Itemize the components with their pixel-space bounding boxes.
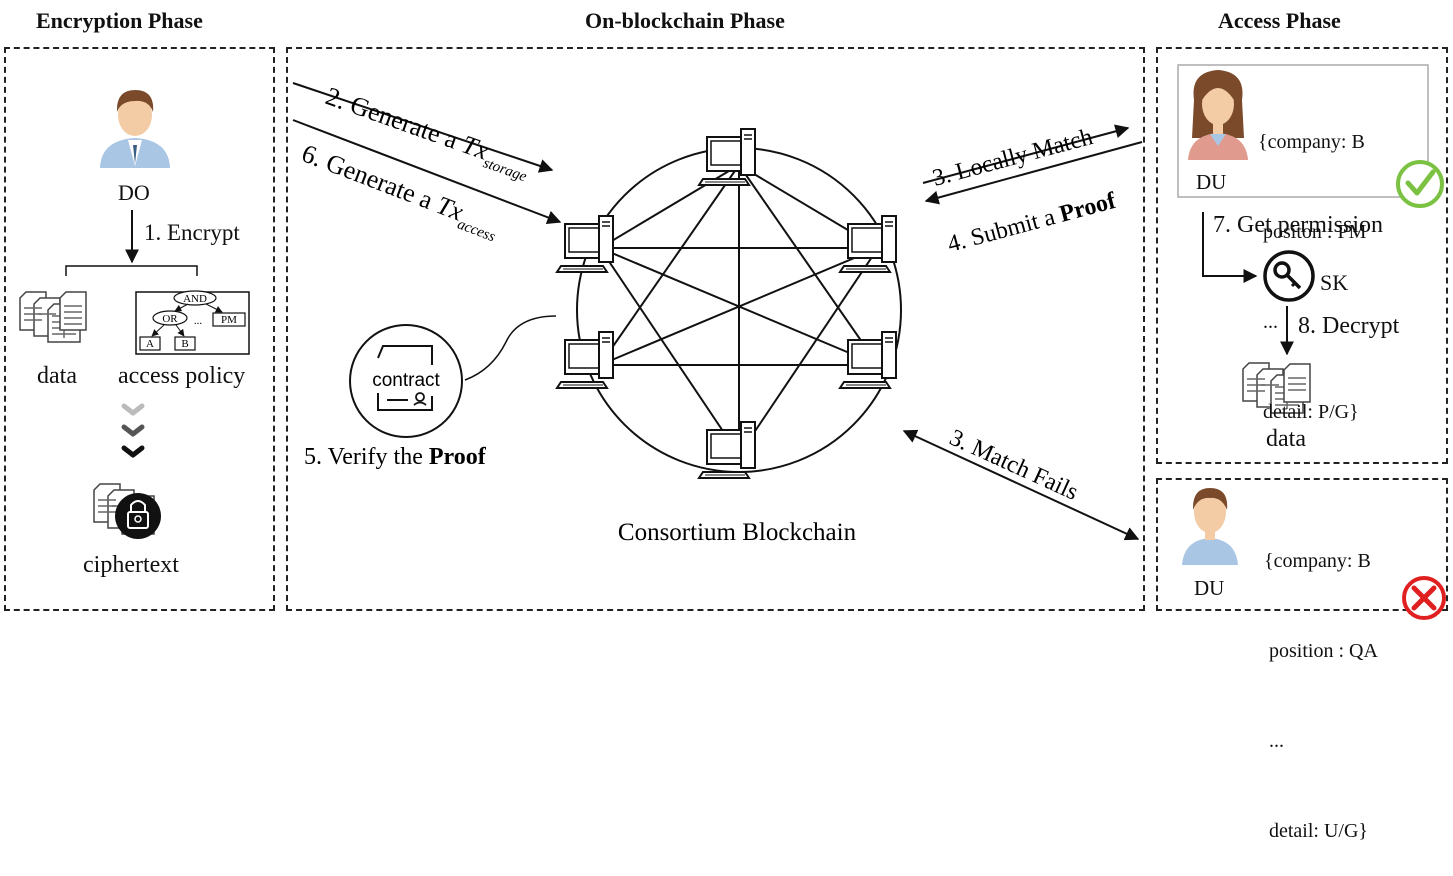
du1-attr-detail: detail: P/G}: [1258, 401, 1359, 423]
consortium-blockchain-label: Consortium Blockchain: [618, 519, 857, 546]
policy-b-node: B: [181, 338, 188, 350]
check-icon: [1396, 160, 1444, 208]
du2-label: DU: [1194, 576, 1225, 600]
du2-attr-company: {company: B: [1264, 550, 1371, 572]
access-granted-panel: [1156, 47, 1448, 464]
du1-user-icon: [1188, 70, 1248, 160]
du1-card: [1177, 64, 1429, 198]
svg-text:contract: contract: [372, 370, 440, 391]
sk-label: SK: [1320, 270, 1349, 295]
du2-attr-ellipsis: ...: [1264, 730, 1284, 752]
step8-decrypt-label: 8. Decrypt: [1298, 313, 1400, 339]
data-label: data: [37, 363, 77, 389]
access-phase-title: Access Phase: [1218, 8, 1341, 33]
contract-icon: contract: [349, 324, 463, 438]
du1-attr-position: positon : PM: [1258, 221, 1367, 243]
access-policy-label: access policy: [118, 363, 246, 389]
lock-icon: [115, 493, 161, 539]
du1-attributes: {company: B positon : PM ... detail: P/G…: [1258, 67, 1366, 457]
node-computer-icon: [556, 215, 614, 273]
step7-get-permission-label: 7. Get permission: [1213, 212, 1383, 238]
onchain-panel: [286, 47, 1145, 611]
step4-submit-proof-label: 4. Submit a Proof: [945, 188, 1120, 258]
du2-attributes: {company: B position : QA ... detail: U/…: [1264, 486, 1378, 876]
du1-attr-ellipsis: ...: [1258, 311, 1278, 333]
du2-user-icon: [1182, 488, 1238, 565]
ciphertext-label: ciphertext: [83, 552, 179, 578]
data-owner-label: DO: [118, 180, 150, 205]
node-computer-icon: [556, 331, 614, 389]
diagram-graphics: AND OR ... PM A B: [19, 64, 1446, 620]
key-icon: [1263, 250, 1315, 302]
access-policy-tree: AND OR ... PM A B: [135, 290, 250, 355]
step3-match-fails-label: 3. Match Fails: [946, 425, 1082, 506]
encryption-phase-title: Encryption Phase: [36, 8, 203, 33]
cross-icon: [1402, 576, 1446, 620]
data-owner-user-icon: [100, 90, 170, 168]
policy-ellipsis: ...: [194, 315, 203, 327]
step3-locally-match-label: 3. Locally Match: [930, 124, 1096, 192]
du2-attr-detail: detail: U/G}: [1264, 820, 1369, 842]
contract-connector: [464, 315, 557, 381]
du2-attr-position: position : QA: [1264, 640, 1378, 662]
decrypted-data-label: data: [1266, 426, 1306, 452]
onchain-phase-title: On-blockchain Phase: [585, 8, 785, 33]
du1-label: DU: [1196, 170, 1227, 194]
policy-pm-node: PM: [221, 314, 237, 326]
node-computer-icon: [839, 331, 897, 389]
policy-or-node: OR: [162, 313, 178, 325]
access-denied-panel: [1156, 478, 1448, 611]
chevron-down-icon: [121, 403, 145, 458]
step1-encrypt-label: 1. Encrypt: [144, 220, 240, 245]
policy-and-node: AND: [183, 293, 207, 305]
du1-attr-company: {company: B: [1258, 131, 1365, 153]
network-edges: [599, 164, 879, 456]
policy-a-node: A: [146, 338, 154, 350]
encryption-panel: [4, 47, 275, 611]
step5-verify-proof-label: 5. Verify the Proof: [304, 444, 487, 470]
